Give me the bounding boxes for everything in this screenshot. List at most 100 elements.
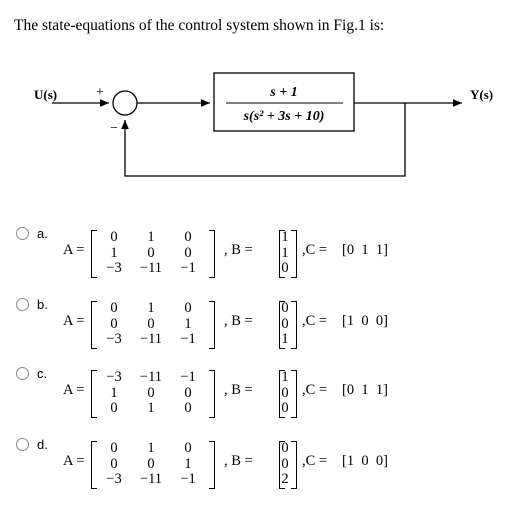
vector-b-cell: 1 [281,369,289,385]
c-equals-label: ,C = [302,313,328,329]
b-equals-label: , B = [224,242,253,258]
matrix-a-right-bracket [209,441,215,489]
minus-sign: − [110,121,118,136]
matrix-a-right-bracket [209,230,215,278]
block-diagram: U(s) Y(s) + − s + 1 s(s² + 3s + 10) [34,72,493,177]
summing-junction [112,90,138,116]
a-equals-label: A = [63,242,85,258]
matrix-a-cell: −1 [180,331,196,347]
matrix-a-cell: −11 [139,331,163,347]
matrix-a-cell: 0 [184,300,192,316]
matrix-a-cell: 0 [110,229,118,245]
transfer-function-block [213,72,355,132]
tf-numerator: s + 1 [269,85,297,100]
matrix-a-cell: 1 [110,384,118,401]
vector-b-right-bracket [291,370,297,418]
vector-b-cell: 0 [281,300,289,316]
matrix-a-left-bracket [91,230,97,278]
c-vector: [1 0 0] [342,313,388,329]
matrix-a-cell: −1 [180,471,196,487]
tf-denominator: s(s² + 3s + 10) [243,109,325,124]
vector-b-right-bracket [291,301,297,349]
matrix-a-cell: −3 [106,260,122,276]
matrix-a-cell: 0 [184,384,192,401]
matrix-a-cell: 1 [184,315,192,332]
radio-button[interactable] [16,298,29,311]
matrix-a-left-bracket [91,370,97,418]
matrix-a-cell: −11 [139,369,163,385]
feedback-path [121,103,406,177]
matrix-a-right-bracket [209,301,215,349]
matrix-a-cell: −11 [139,260,163,276]
vector-b-cell: 1 [281,244,289,261]
vector-b-cell: 2 [281,471,289,487]
matrix-a-left-bracket [91,301,97,349]
matrix-a-cell: 1 [147,440,155,456]
vector-b-left-bracket [279,441,285,489]
matrix-a-cell: −1 [180,369,196,385]
matrix-a-cell: 1 [147,300,155,316]
matrix-a-cell: −3 [106,331,122,347]
radio-button[interactable] [16,227,29,240]
vector-b-cell: 1 [281,331,289,347]
matrix-a-cell: 0 [147,384,155,401]
vector-b-cell: 0 [281,260,289,276]
a-equals-label: A = [63,313,85,329]
vector-b-cell: 0 [281,315,289,332]
c-vector: [0 1 1] [342,382,388,398]
a-equals-label: A = [63,453,85,469]
matrix-a-cell: 0 [110,455,118,472]
vector-b-left-bracket [279,370,285,418]
vector-b-right-bracket [291,441,297,489]
b-equals-label: , B = [224,313,253,329]
matrix-a-cell: 1 [147,400,155,416]
radio-button[interactable] [16,438,29,451]
vector-b-right-bracket [291,230,297,278]
c-vector: [0 1 1] [342,242,388,258]
matrix-a-cell: 0 [184,244,192,261]
vector-b-left-bracket [279,301,285,349]
c-equals-label: ,C = [302,382,328,398]
matrix-a-cell: 1 [110,244,118,261]
matrix-a-cell: 0 [184,229,192,245]
matrix-a-cell: −3 [106,471,122,487]
matrix-a-cell: 0 [147,244,155,261]
option-letter: b. [37,297,48,312]
matrix-a-cell: 0 [110,300,118,316]
question-text: The state-equations of the control syste… [14,17,385,34]
b-equals-label: , B = [224,453,253,469]
vector-b-cell: 0 [281,455,289,472]
option-letter: d. [37,437,48,452]
matrix-a-cell: 0 [147,455,155,472]
matrix-a-cell: 0 [184,440,192,456]
c-equals-label: ,C = [302,242,328,258]
matrix-a-cell: 1 [147,229,155,245]
vector-b-cell: 0 [281,440,289,456]
matrix-a-cell: 1 [184,455,192,472]
option-letter: a. [37,226,48,241]
radio-button[interactable] [16,367,29,380]
matrix-a-cell: 0 [110,440,118,456]
plus-sign: + [96,85,104,100]
question-panel: The state-equations of the control syste… [0,0,515,212]
matrix-a-cell: 0 [184,400,192,416]
a-equals-label: A = [63,382,85,398]
c-equals-label: ,C = [302,453,328,469]
matrix-a-right-bracket [209,370,215,418]
matrix-a-left-bracket [91,441,97,489]
matrix-a-cell: 0 [147,315,155,332]
matrix-a-cell: 0 [110,315,118,332]
option-letter: c. [37,366,48,381]
c-vector: [1 0 0] [342,453,388,469]
vector-b-cell: 1 [281,229,289,245]
matrix-a-cell: −11 [139,471,163,487]
matrix-a-cell: −1 [180,260,196,276]
matrix-a-cell: −3 [106,369,122,385]
vector-b-left-bracket [279,230,285,278]
vector-b-cell: 0 [281,400,289,416]
output-label: Y(s) [470,87,493,102]
